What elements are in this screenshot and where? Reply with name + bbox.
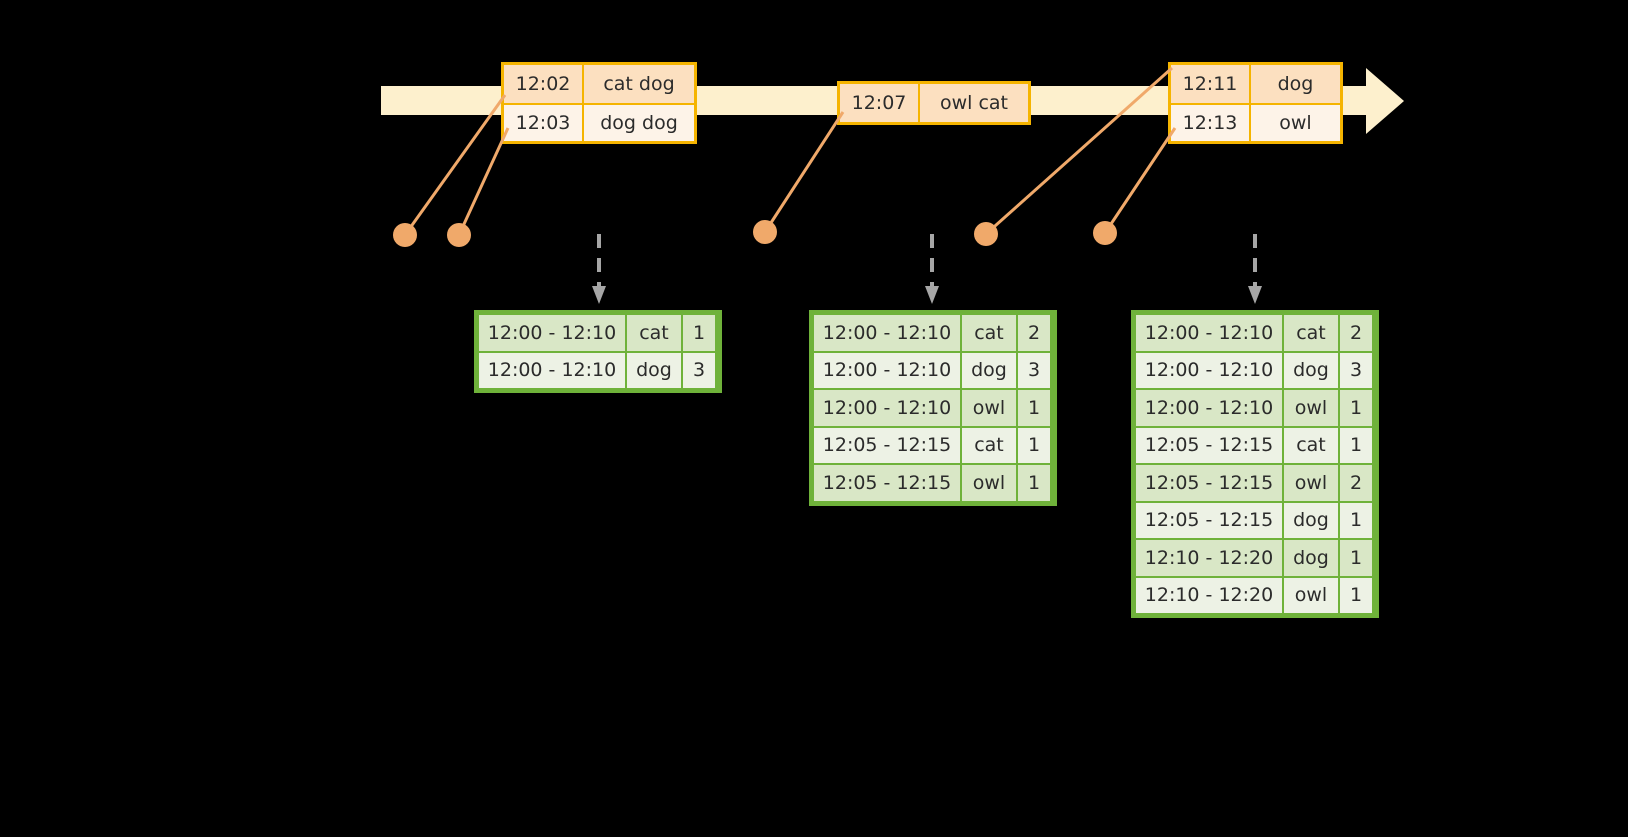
connector-1207-owl-dot[interactable] bbox=[753, 220, 777, 244]
connector-1213-owl-line bbox=[1103, 127, 1177, 234]
window-cell: 12:05 - 12:15 bbox=[1136, 465, 1282, 501]
count-cell: 3 bbox=[1018, 352, 1050, 388]
count-cell: 2 bbox=[1018, 315, 1050, 351]
dashed-arrow-table-3 bbox=[1248, 234, 1262, 304]
count-cell: 1 bbox=[1018, 427, 1050, 463]
word-cell: owl bbox=[1284, 465, 1338, 501]
event-time: 12:03 bbox=[504, 105, 584, 141]
word-cell: dog bbox=[962, 352, 1016, 388]
stream-event-row: 12:07 owl cat bbox=[840, 84, 1028, 122]
stream-event-row: 12:03 dog dog bbox=[504, 103, 694, 141]
word-cell: owl bbox=[962, 465, 1016, 501]
count-cell: 1 bbox=[1340, 540, 1372, 576]
window-cell: 12:05 - 12:15 bbox=[1136, 502, 1282, 538]
event-time: 12:11 bbox=[1171, 65, 1251, 103]
connector-1213-owl-dot[interactable] bbox=[1093, 221, 1117, 245]
count-cell: 2 bbox=[1340, 465, 1372, 501]
connector-1203-dog-line bbox=[457, 127, 510, 236]
count-cell: 1 bbox=[1340, 502, 1372, 538]
word-cell: cat bbox=[962, 427, 1016, 463]
count-cell: 1 bbox=[683, 315, 715, 351]
count-cell: 1 bbox=[1340, 427, 1372, 463]
window-cell: 12:00 - 12:10 bbox=[479, 315, 625, 351]
window-cell: 12:05 - 12:15 bbox=[814, 465, 960, 501]
stream-event-row: 12:13 owl bbox=[1171, 103, 1340, 141]
count-cell: 1 bbox=[1340, 390, 1372, 426]
dashed-arrow-table-2 bbox=[925, 234, 939, 304]
word-cell: cat bbox=[627, 315, 681, 351]
event-time: 12:07 bbox=[840, 84, 920, 122]
event-words: owl bbox=[1279, 112, 1312, 134]
word-cell: owl bbox=[962, 390, 1016, 426]
count-cell: 3 bbox=[683, 352, 715, 388]
window-cell: 12:00 - 12:10 bbox=[1136, 315, 1282, 351]
window-cell: 12:00 - 12:10 bbox=[1136, 390, 1282, 426]
window-cell: 12:05 - 12:15 bbox=[814, 427, 960, 463]
window-cell: 12:05 - 12:15 bbox=[1136, 427, 1282, 463]
timeline-arrowhead-icon bbox=[1366, 68, 1404, 134]
event-words: owl cat bbox=[939, 92, 1009, 114]
event-time: 12:13 bbox=[1171, 105, 1251, 141]
word-cell: cat bbox=[962, 315, 1016, 351]
count-cell: 3 bbox=[1340, 352, 1372, 388]
count-cell: 1 bbox=[1018, 390, 1050, 426]
event-words: dog bbox=[1277, 73, 1314, 95]
word-cell: cat bbox=[1284, 427, 1338, 463]
stream-event-row: 12:02 cat dog bbox=[504, 65, 694, 103]
stream-event-box-2[interactable]: 12:07 owl cat bbox=[837, 81, 1031, 125]
event-words: dog dog bbox=[600, 112, 678, 134]
window-cell: 12:10 - 12:20 bbox=[1136, 577, 1282, 613]
count-cell: 1 bbox=[1018, 465, 1050, 501]
word-cell: owl bbox=[1284, 390, 1338, 426]
stream-event-row: 12:11 dog bbox=[1171, 65, 1340, 103]
word-cell: dog bbox=[627, 352, 681, 388]
connector-1211-dog-dot[interactable] bbox=[974, 222, 998, 246]
word-cell: owl bbox=[1284, 577, 1338, 613]
word-cell: dog bbox=[1284, 502, 1338, 538]
stream-event-box-3[interactable]: 12:11 dog 12:13 owl bbox=[1168, 62, 1343, 144]
word-cell: dog bbox=[1284, 352, 1338, 388]
dashed-arrow-table-1 bbox=[592, 234, 606, 304]
connector-1202-cat-line bbox=[403, 94, 507, 236]
word-cell: cat bbox=[1284, 315, 1338, 351]
window-cell: 12:00 - 12:10 bbox=[479, 352, 625, 388]
window-cell: 12:00 - 12:10 bbox=[814, 390, 960, 426]
connector-1202-cat-dot[interactable] bbox=[393, 223, 417, 247]
window-cell: 12:00 - 12:10 bbox=[1136, 352, 1282, 388]
count-cell: 2 bbox=[1340, 315, 1372, 351]
count-cell: 1 bbox=[1340, 577, 1372, 613]
connector-1207-owl-line bbox=[763, 111, 845, 233]
window-cell: 12:00 - 12:10 bbox=[814, 352, 960, 388]
word-cell: dog bbox=[1284, 540, 1338, 576]
window-cell: 12:00 - 12:10 bbox=[814, 315, 960, 351]
window-cell: 12:10 - 12:20 bbox=[1136, 540, 1282, 576]
connector-1203-dog-dot[interactable] bbox=[447, 223, 471, 247]
event-words: cat dog bbox=[603, 73, 675, 95]
event-time: 12:02 bbox=[504, 65, 584, 103]
stream-event-box-1[interactable]: 12:02 cat dog 12:03 dog dog bbox=[501, 62, 697, 144]
